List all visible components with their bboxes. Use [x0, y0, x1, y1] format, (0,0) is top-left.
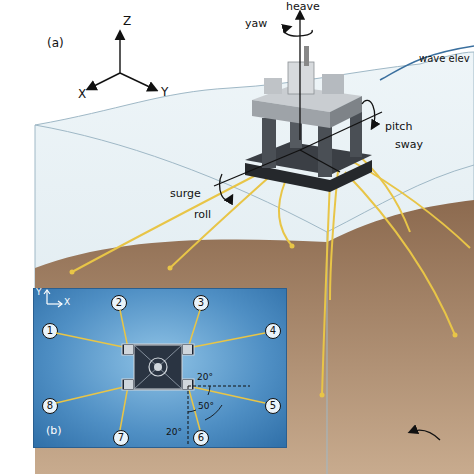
callout-number: 7: [118, 433, 124, 443]
mooring-number-circle: 7: [113, 430, 129, 446]
axis-label: Y: [161, 86, 168, 98]
callout-number: 2: [116, 298, 122, 308]
inset-panel: (b) 1 2 3 4 5 6 7 8: [33, 288, 287, 448]
angle-label: 20°: [166, 428, 182, 437]
callout-label: wave elev: [419, 54, 470, 64]
callout-number: 6: [198, 433, 204, 443]
motion-label: roll: [194, 209, 211, 220]
motion-label: pitch: [385, 121, 412, 132]
mooring-number-circle: 4: [265, 323, 281, 339]
axis-label: X: [78, 88, 86, 100]
mooring-number-circle: 2: [111, 295, 127, 311]
mooring-number-circle: 5: [265, 398, 281, 414]
mooring-number-circle: 6: [193, 430, 209, 446]
mooring-number-circle: 3: [193, 295, 209, 311]
callout-number: 3: [198, 298, 204, 308]
angle-label: 20°: [197, 373, 213, 382]
motion-label: heave: [286, 1, 320, 12]
callout-number: 5: [270, 401, 276, 411]
callout-number: 1: [47, 326, 53, 336]
motion-label: surge: [170, 188, 201, 199]
mooring-number-circle: 8: [42, 398, 58, 414]
angle-label: 50°: [198, 402, 214, 411]
axis-label: Y: [36, 288, 42, 297]
axis-label: X: [64, 298, 70, 307]
motion-label: sway: [395, 139, 423, 150]
panel-label: (b): [46, 425, 62, 436]
panel-label: (a): [47, 37, 64, 49]
axis-label: Z: [123, 15, 131, 27]
mooring-number-circle: 1: [42, 323, 58, 339]
callout-number: 8: [47, 401, 53, 411]
motion-label: yaw: [245, 18, 267, 29]
callout-number: 4: [270, 326, 276, 336]
